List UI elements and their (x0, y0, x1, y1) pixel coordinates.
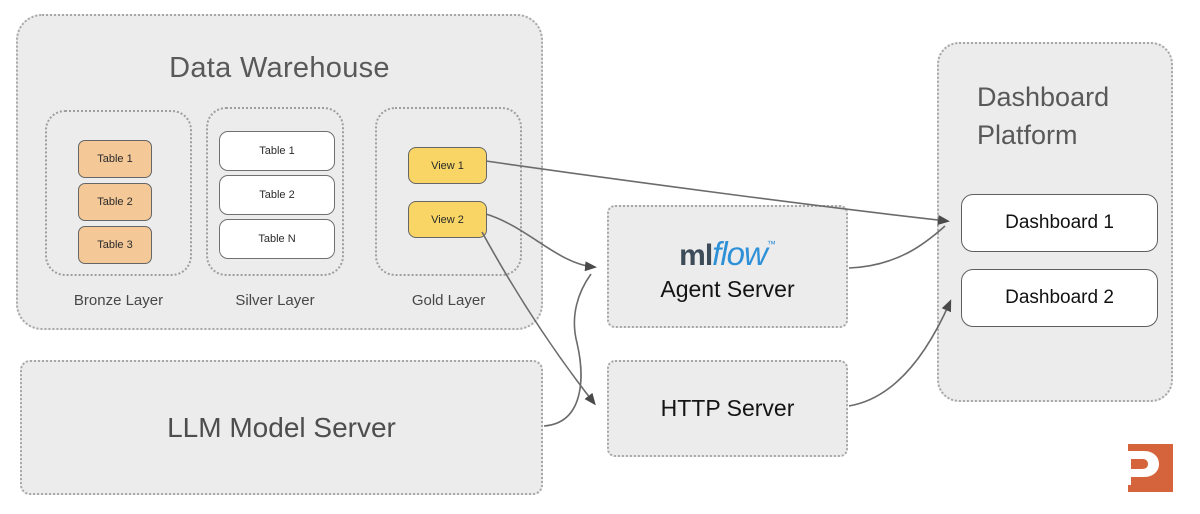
mlflow-logo-ml: ml (679, 239, 713, 272)
dashboard-1-box: Dashboard 1 (961, 194, 1158, 252)
silver-table-1: Table 1 (219, 131, 335, 171)
arrow-llm-to-agent (543, 273, 592, 427)
silver-table-2: Table 2 (219, 175, 335, 215)
bronze-table-2: Table 2 (78, 183, 152, 221)
arrow-http-to-dashboard2 (848, 299, 952, 407)
llm-model-server-box: LLM Model Server (20, 360, 543, 495)
dashboard-platform-title-line2: Platform (977, 120, 1078, 150)
dashboard-platform-title-line1: Dashboard (977, 82, 1110, 112)
bronze-table-1: Table 1 (78, 140, 152, 178)
agent-server-box: mlflow™ Agent Server (607, 205, 848, 328)
gold-view-1: View 1 (408, 147, 487, 184)
arrow-agent-to-dashboard1 (848, 225, 946, 269)
gold-layer-box: View 1 View 2 (375, 107, 522, 276)
dashboard-platform-box: Dashboard Platform Dashboard 1 Dashboard… (937, 42, 1173, 402)
mlflow-logo: mlflow™ (609, 227, 846, 273)
mlflow-logo-tm: ™ (766, 239, 776, 249)
agent-server-label: Agent Server (660, 276, 795, 302)
data-warehouse-box: Data Warehouse Table 1 Table 2 Table 3 T… (16, 14, 543, 330)
silver-layer-box: Table 1 Table 2 Table N (206, 107, 344, 276)
gold-layer-label: Gold Layer (411, 292, 486, 309)
dashboard-2-box: Dashboard 2 (961, 269, 1158, 327)
bronze-table-3: Table 3 (78, 226, 152, 264)
llm-model-server-label: LLM Model Server (167, 411, 396, 443)
bronze-layer-box: Table 1 Table 2 Table 3 (45, 110, 192, 276)
data-warehouse-title: Data Warehouse (169, 52, 390, 84)
http-server-label: HTTP Server (660, 395, 795, 421)
silver-layer-label: Silver Layer (235, 292, 315, 309)
http-server-box: HTTP Server (607, 360, 848, 457)
gold-view-2: View 2 (408, 201, 487, 238)
mlflow-logo-flow: flow (712, 235, 768, 272)
p-logo (1121, 444, 1173, 492)
bronze-layer-label: Bronze Layer (73, 292, 164, 309)
silver-table-n: Table N (219, 219, 335, 259)
dashboard-platform-title: Dashboard Platform (977, 78, 1109, 154)
